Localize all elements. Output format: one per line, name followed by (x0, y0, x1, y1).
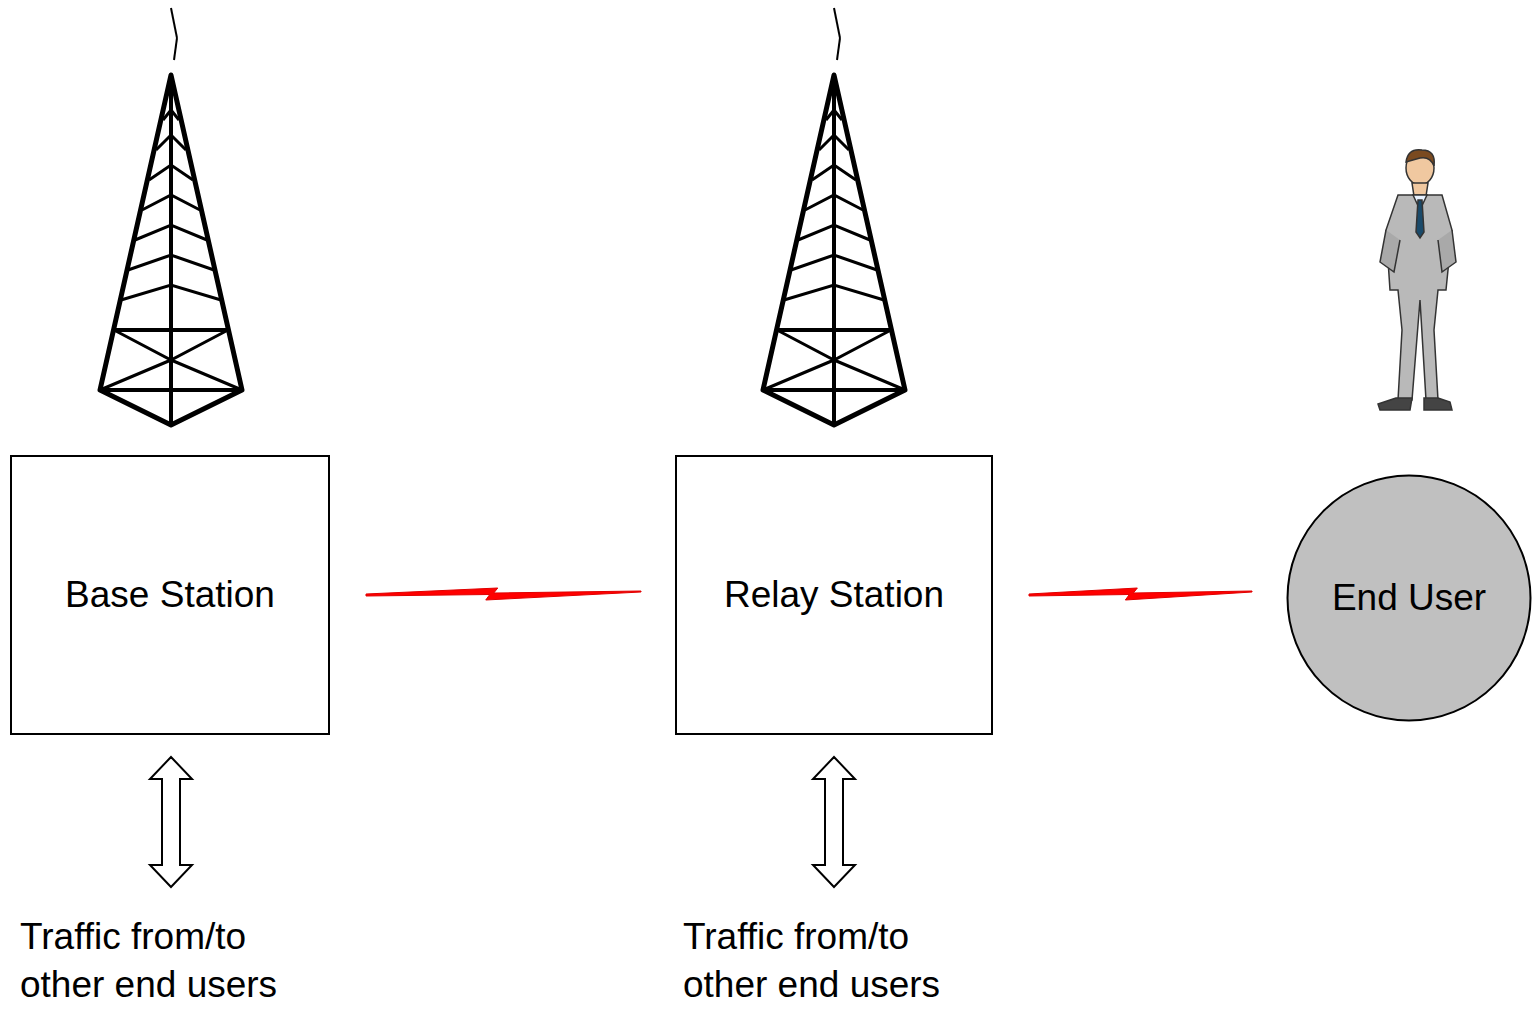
relay-tower (763, 8, 905, 425)
double-arrow (150, 757, 192, 887)
node-text: Base Station (65, 569, 275, 621)
end-user-circle: End User (1286, 474, 1532, 722)
relay-station-box: Relay Station (675, 455, 993, 735)
double-arrow (813, 757, 855, 887)
person-figure (1378, 150, 1456, 410)
radio-link (1029, 588, 1252, 600)
radio-link (366, 588, 641, 600)
base-tower (100, 8, 242, 425)
traffic-note: Traffic from/to other end users (20, 913, 320, 1009)
node-text: Relay Station (724, 569, 944, 621)
node-text: End User (1332, 572, 1486, 624)
base-station-box: Base Station (10, 455, 330, 735)
traffic-note: Traffic from/to other end users (683, 913, 983, 1009)
